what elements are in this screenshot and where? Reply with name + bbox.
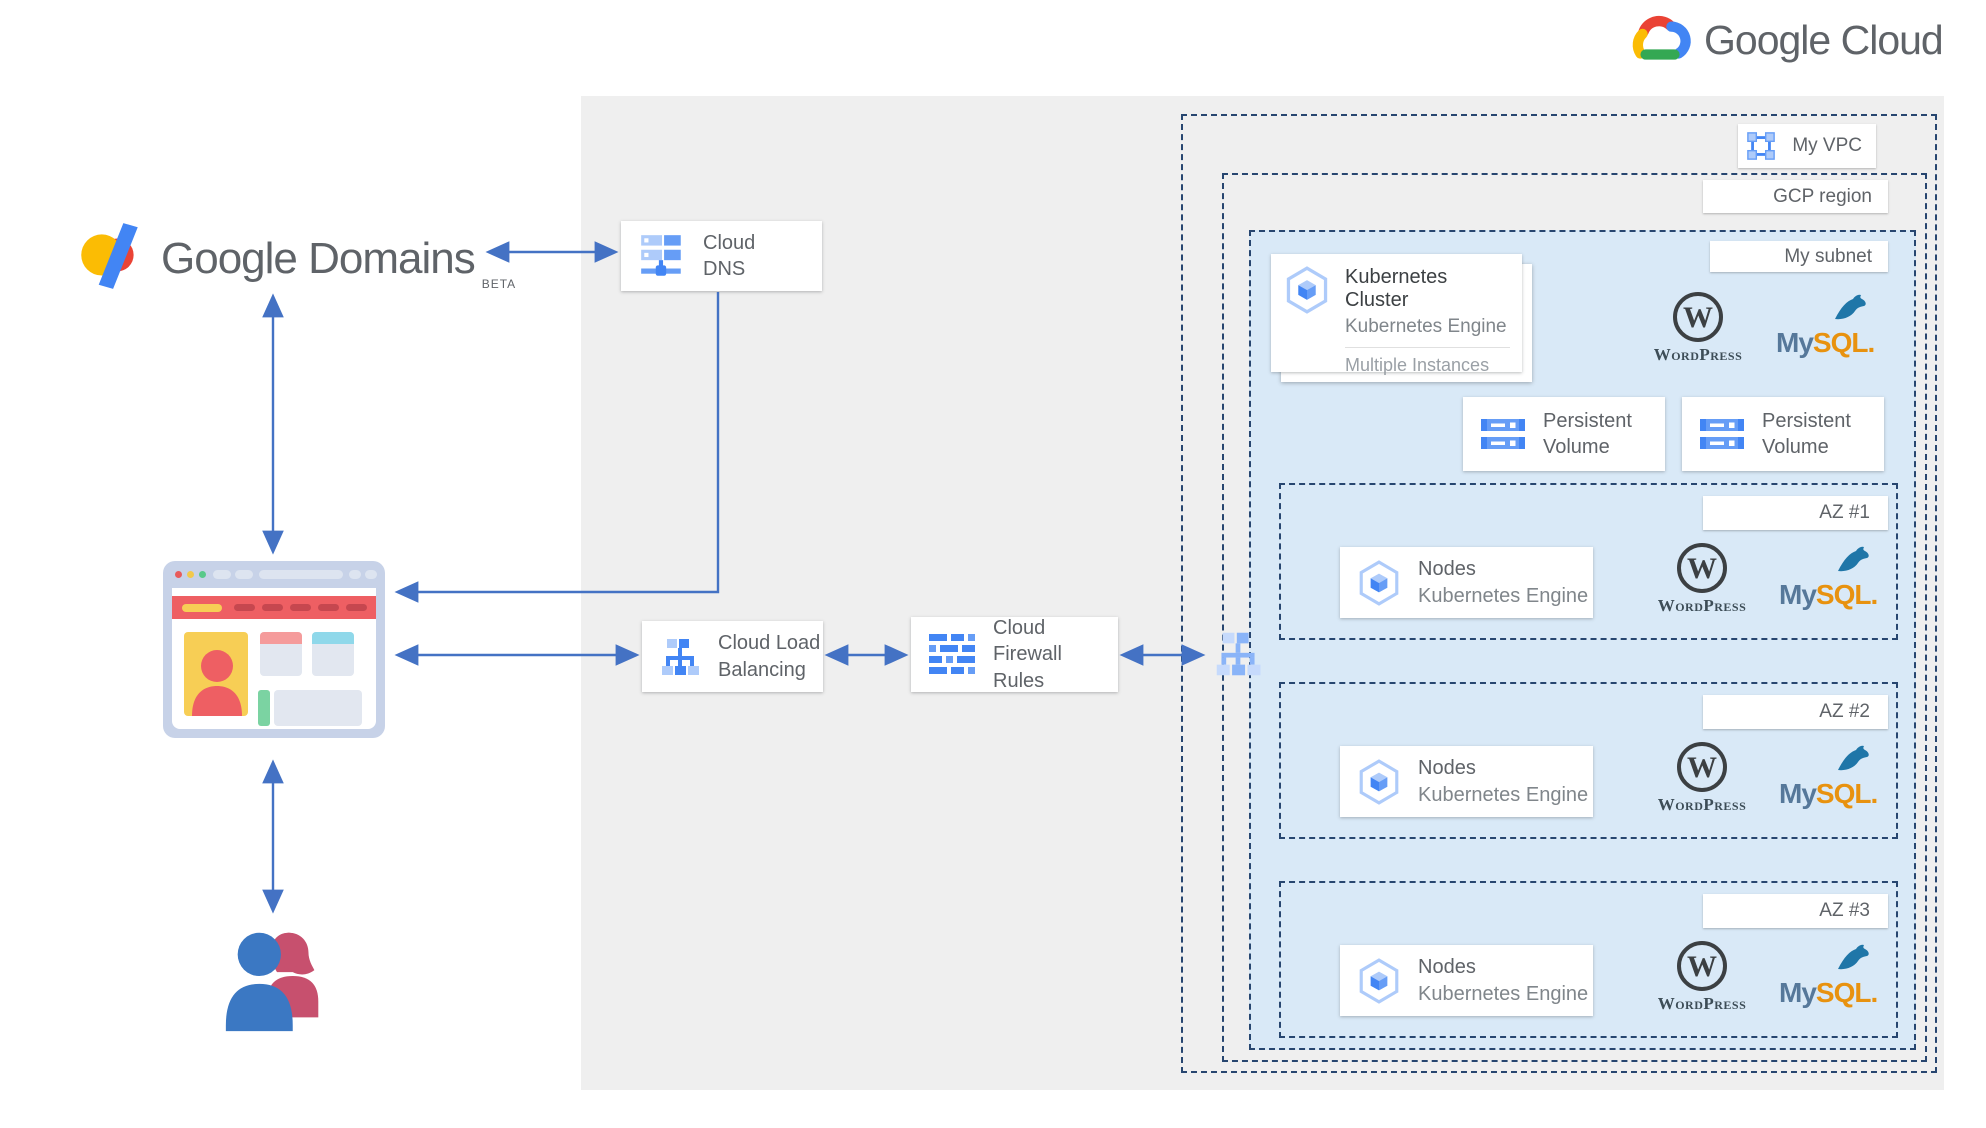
region-label: GCP region	[1703, 180, 1888, 213]
nodes-subtitle: Kubernetes Engine	[1418, 982, 1589, 1005]
pv-line2: Volume	[1543, 436, 1610, 458]
subnet-label: My subnet	[1710, 241, 1888, 272]
wordpress-icon: W	[1677, 742, 1727, 792]
wordpress-logo: W WordPress	[1654, 742, 1750, 815]
nodes-card: Nodes Kubernetes Engine	[1340, 945, 1593, 1016]
wordpress-icon: W	[1677, 543, 1727, 593]
disk-icon	[1698, 413, 1746, 455]
cluster-subtitle: Kubernetes Engine	[1345, 316, 1507, 337]
dns-line1: Cloud	[703, 231, 756, 254]
cluster-note: Multiple Instances	[1345, 355, 1490, 375]
vpc-label-text: My VPC	[1792, 135, 1862, 156]
content-accent	[258, 690, 270, 726]
gke-icon	[1283, 266, 1331, 314]
wordpress-icon: W	[1673, 292, 1723, 342]
pv-line1: Persistent	[1543, 409, 1632, 432]
google-domains-text: Google Domains	[161, 233, 476, 283]
az2-boundary: AZ #2 Nodes Kubernetes Engine W WordPres…	[1279, 682, 1898, 839]
nodes-title: Nodes	[1418, 756, 1476, 779]
wordpress-logo: W WordPress	[1650, 292, 1746, 365]
google-domains-logo: Google Domains BETA	[77, 218, 516, 299]
mysql-logo: MySQL.	[1779, 944, 1878, 1009]
fw-line1: Cloud	[993, 616, 1046, 639]
nodes-card: Nodes Kubernetes Engine	[1340, 746, 1593, 817]
content-block	[274, 690, 362, 726]
content-card	[260, 632, 302, 676]
profile-image	[184, 632, 248, 716]
mysql-dolphin-icon	[1835, 294, 1866, 320]
az-label: AZ #2	[1703, 695, 1888, 729]
mysql-logo: MySQL.	[1776, 294, 1875, 359]
disk-icon	[1479, 413, 1527, 455]
cluster-title: Kubernetes Cluster	[1345, 266, 1448, 311]
wordpress-logo: W WordPress	[1654, 543, 1750, 616]
mysql-dolphin-icon	[1838, 944, 1869, 970]
vpc-icon	[1746, 131, 1776, 161]
gke-icon	[1356, 559, 1402, 606]
vpc-boundary	[1181, 114, 1937, 1073]
nodes-subtitle: Kubernetes Engine	[1418, 584, 1589, 607]
beta-badge: BETA	[481, 277, 517, 291]
users-icon	[218, 918, 336, 1043]
az3-boundary: AZ #3 Nodes Kubernetes Engine W WordPres…	[1279, 881, 1898, 1038]
load-balancer-icon	[658, 635, 702, 679]
fw-line2: Firewall Rules	[993, 643, 1062, 692]
az-label: AZ #3	[1703, 894, 1888, 928]
dns-icon	[637, 231, 687, 281]
pv-line1: Persistent	[1762, 409, 1851, 432]
mysql-dolphin-icon	[1838, 745, 1869, 771]
pv-line2: Volume	[1762, 436, 1829, 458]
google-domains-icon	[77, 218, 143, 299]
firewall-icon	[927, 632, 977, 678]
browser-dot-green	[199, 571, 206, 578]
wordpress-logo: W WordPress	[1654, 941, 1750, 1014]
content-card	[312, 632, 354, 676]
browser-pill	[213, 570, 231, 579]
nodes-title: Nodes	[1418, 557, 1476, 580]
lb-line1: Cloud Load	[718, 632, 821, 655]
mysql-dolphin-icon	[1838, 546, 1869, 572]
browser-pill	[365, 570, 377, 579]
google-cloud-text: Google Cloud	[1704, 17, 1944, 63]
browser-dot-yellow	[187, 571, 194, 578]
nodes-card: Nodes Kubernetes Engine	[1340, 547, 1593, 618]
google-cloud-icon	[1626, 12, 1692, 69]
divider	[1345, 347, 1510, 348]
gke-icon	[1356, 758, 1402, 805]
az1-boundary: AZ #1 Nodes Kubernetes Engine W WordPres…	[1279, 483, 1898, 640]
network-gateway-icon	[1212, 627, 1264, 686]
site-nav-bar	[172, 596, 376, 619]
browser-pill	[349, 570, 361, 579]
vpc-label: My VPC	[1738, 124, 1876, 168]
gke-icon	[1356, 957, 1402, 1004]
wordpress-icon: W	[1677, 941, 1727, 991]
kubernetes-cluster-card: Kubernetes Cluster Kubernetes Engine Mul…	[1271, 254, 1532, 382]
az-label: AZ #1	[1703, 496, 1888, 530]
dns-line2: DNS	[703, 258, 746, 280]
mysql-logo: MySQL.	[1779, 745, 1878, 810]
mysql-logo: MySQL.	[1779, 546, 1878, 611]
google-cloud-logo: Google Cloud	[1626, 12, 1944, 69]
nodes-subtitle: Kubernetes Engine	[1418, 783, 1589, 806]
browser-address-bar	[259, 570, 343, 579]
nodes-title: Nodes	[1418, 955, 1476, 978]
browser-pill	[235, 570, 253, 579]
browser-illustration	[163, 561, 385, 738]
browser-viewport	[172, 588, 376, 729]
region-boundary	[1222, 173, 1927, 1062]
browser-dot-red	[175, 571, 182, 578]
lb-line2: Balancing	[718, 658, 806, 681]
